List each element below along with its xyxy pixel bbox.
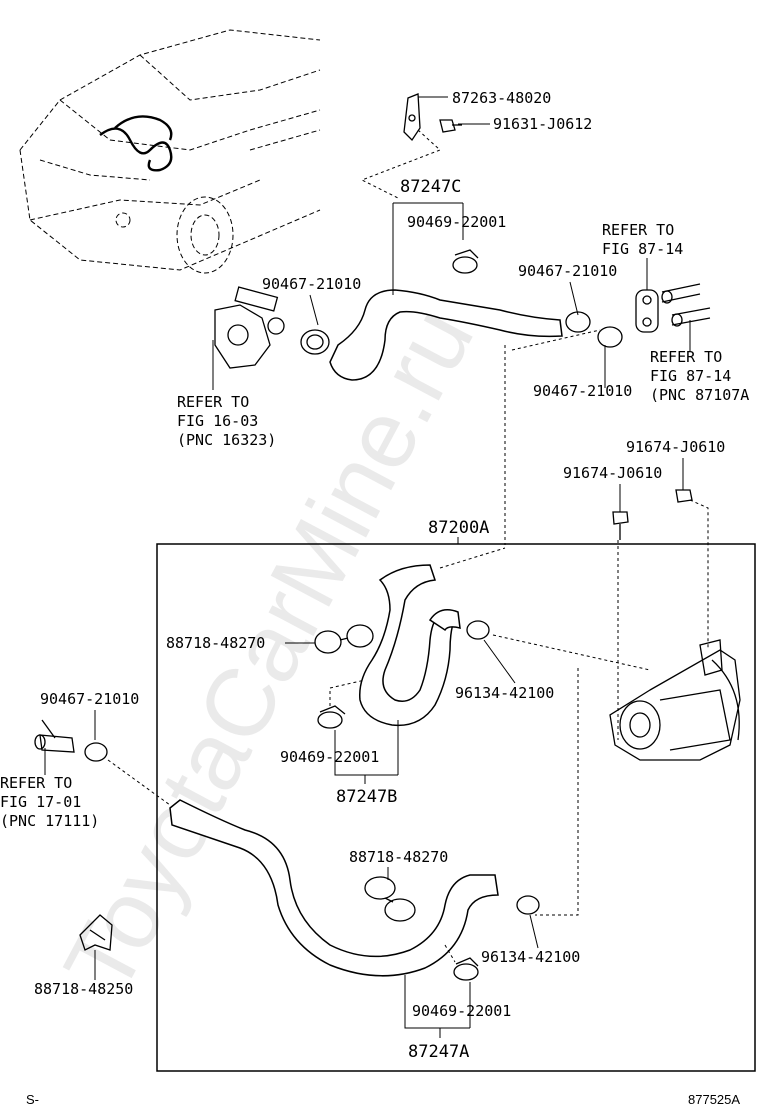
label-87247C: 87247C <box>400 177 461 197</box>
clip-90469-low <box>453 957 479 981</box>
bolt-91631 <box>439 119 462 133</box>
label-90467-21010-right-bottom: 90467-21010 <box>533 382 632 400</box>
screw-91674-a <box>675 489 693 503</box>
clamp-90467-far-left <box>84 742 108 762</box>
label-90467-21010-left: 90467-21010 <box>262 275 361 293</box>
label-91674-J0610-b: 91674-J0610 <box>563 464 662 482</box>
ref-fig87-14b-line1: REFER TO <box>650 348 722 366</box>
clip-88718-low <box>364 876 416 922</box>
flange-fig16-03 <box>214 286 285 369</box>
clamp-96134-low <box>516 895 540 915</box>
label-90467-21010-far-left: 90467-21010 <box>40 690 139 708</box>
hose-87247b <box>359 564 461 727</box>
label-87200A: 87200A <box>428 518 489 538</box>
screw-91674-b <box>612 511 629 540</box>
label-88718-48270-mid: 88718-48270 <box>166 634 265 652</box>
ref-fig17-01-line1: REFER TO <box>0 774 72 792</box>
clip-90469-top <box>452 249 479 274</box>
clamp-90467-right-top <box>565 311 591 333</box>
label-87247A: 87247A <box>408 1042 469 1062</box>
label-90469-22001-top: 90469-22001 <box>407 213 506 231</box>
ref-fig17-01-line3: (PNC 17111) <box>0 812 99 830</box>
label-90469-22001-low: 90469-22001 <box>412 1002 511 1020</box>
label-91674-J0610-a: 91674-J0610 <box>626 438 725 456</box>
connector-fig87-14 <box>635 283 711 333</box>
label-87247B: 87247B <box>336 787 397 807</box>
label-90469-22001-mid: 90469-22001 <box>280 748 379 766</box>
clip-88718-48250 <box>79 914 113 951</box>
hose-87247a <box>169 799 499 977</box>
label-88718-48270-low: 88718-48270 <box>349 848 448 866</box>
clamp-96134-top <box>466 620 490 640</box>
pipe-fig17-01 <box>34 719 75 753</box>
ref-fig87-14b-line2: FIG 87-14 <box>650 367 731 385</box>
clamp-90467-right-bottom <box>597 326 623 348</box>
label-88718-48250: 88718-48250 <box>34 980 133 998</box>
ref-fig17-01-line2: FIG 17-01 <box>0 793 81 811</box>
label-87263-48020: 87263-48020 <box>452 89 551 107</box>
ref-fig87-14b-line3: (PNC 87107A <box>650 386 749 404</box>
water-valve-assembly <box>609 639 741 761</box>
footer-figure-number: 877525A <box>688 1092 740 1107</box>
label-90467-21010-right-top: 90467-21010 <box>518 262 617 280</box>
clamp-90467-left <box>300 329 330 355</box>
footer-left-code: S- <box>26 1092 39 1107</box>
ref-fig16-03-line1: REFER TO <box>177 393 249 411</box>
clip-88718-mid <box>314 624 374 654</box>
ref-fig87-14a-line2: FIG 87-14 <box>602 240 683 258</box>
bracket-87263 <box>403 93 421 142</box>
label-91631-J0612: 91631-J0612 <box>493 115 592 133</box>
ref-fig87-14a-line1: REFER TO <box>602 221 674 239</box>
clip-90469-mid <box>317 705 346 729</box>
vehicle-illustration <box>19 29 321 274</box>
label-96134-42100-top: 96134-42100 <box>455 684 554 702</box>
watermark-text: ToyotaCarMine.ru <box>44 291 494 1010</box>
assembly-box-87200a <box>156 543 756 1072</box>
label-96134-42100-low: 96134-42100 <box>481 948 580 966</box>
ref-fig16-03-line3: (PNC 16323) <box>177 431 276 449</box>
ref-fig16-03-line2: FIG 16-03 <box>177 412 258 430</box>
